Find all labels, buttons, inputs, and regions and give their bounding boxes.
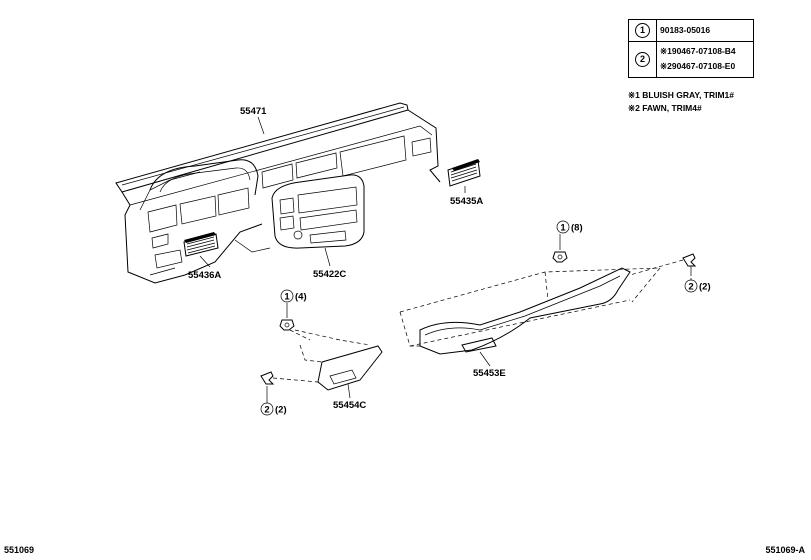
callout-1-top: 1 (8) bbox=[556, 220, 583, 234]
instrument-panel-drawing bbox=[115, 102, 441, 284]
callout-key: 2 bbox=[264, 405, 269, 416]
callout-1-left: 1 (4) bbox=[280, 289, 307, 303]
color-note-1: ※1 BLUISH GRAY, TRIM1# bbox=[628, 90, 734, 100]
legend-key-2: 2 bbox=[635, 52, 650, 67]
footer-diagram-ref: 551069-A bbox=[765, 545, 805, 555]
legend-row-1: 1 90183-05016 bbox=[629, 20, 753, 42]
lower-panel-drawing bbox=[399, 267, 661, 355]
leader-lines bbox=[199, 116, 692, 403]
callout-qty: (2) bbox=[699, 282, 711, 293]
part-label-55436A: 55436A bbox=[188, 270, 221, 281]
fastener-legend-table: 1 90183-05016 2 ※190467-07108-B4 ※290467… bbox=[628, 19, 754, 78]
part-label-55435A: 55435A bbox=[450, 196, 483, 207]
footer-diagram-id: 551069 bbox=[4, 545, 35, 555]
legend-row-2: 2 ※190467-07108-B4 ※290467-07108-E0 bbox=[629, 42, 753, 78]
callout-qty: (2) bbox=[275, 405, 287, 416]
callout-key: 1 bbox=[284, 292, 290, 303]
part-label-55422C: 55422C bbox=[313, 269, 346, 280]
callout-key: 2 bbox=[688, 282, 693, 293]
clip-left bbox=[260, 371, 319, 400]
nut-left bbox=[279, 305, 311, 341]
part-label-55453E: 55453E bbox=[473, 368, 506, 379]
part-label-55454C: 55454C bbox=[333, 400, 366, 411]
left-vent-drawing bbox=[183, 232, 219, 257]
legend-value: ※290467-07108-E0 bbox=[660, 61, 736, 71]
clip-right bbox=[629, 253, 697, 276]
nut-top bbox=[552, 236, 568, 263]
center-cluster-drawing bbox=[271, 174, 365, 249]
callout-qty: (4) bbox=[295, 292, 307, 303]
callout-qty: (8) bbox=[571, 223, 583, 234]
color-note-2: ※2 FAWN, TRIM4# bbox=[628, 103, 702, 113]
callout-2-right: 2 (2) bbox=[684, 279, 711, 293]
callout-key: 1 bbox=[560, 223, 566, 234]
part-label-55471: 55471 bbox=[240, 106, 267, 117]
legend-value: ※190467-07108-B4 bbox=[660, 46, 736, 56]
right-vent-drawing bbox=[447, 159, 481, 187]
legend-key-1: 1 bbox=[635, 23, 650, 38]
callout-2-left: 2 (2) bbox=[260, 402, 287, 416]
legend-value: 90183-05016 bbox=[660, 25, 711, 35]
